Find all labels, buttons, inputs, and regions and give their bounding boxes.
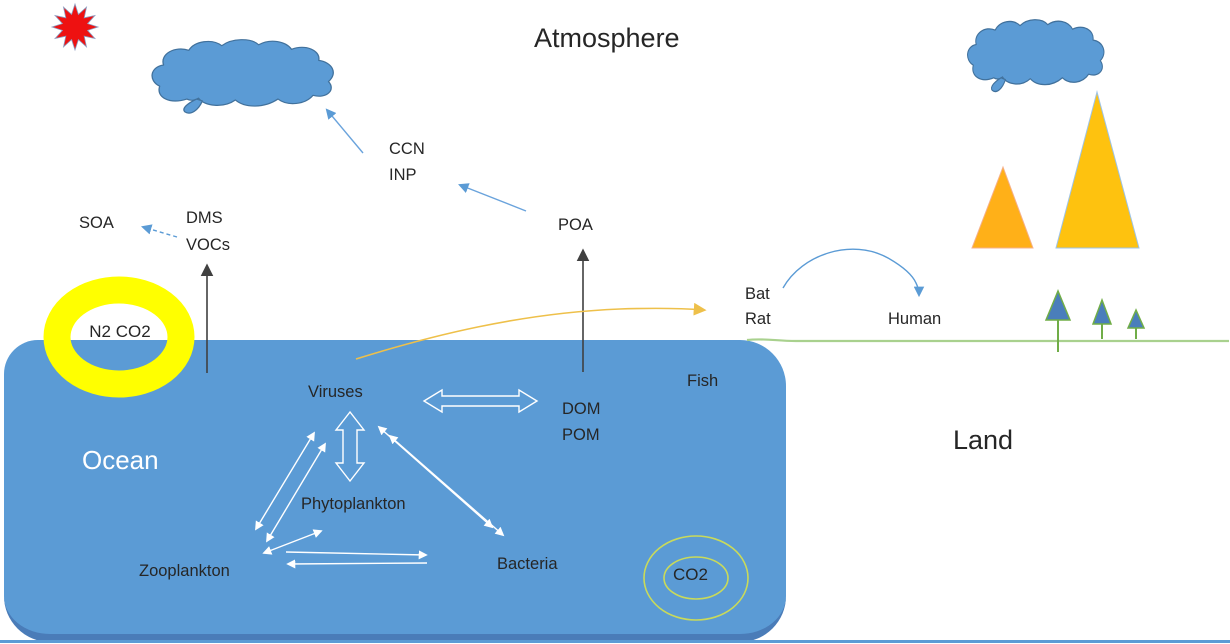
ocean-foodweb-arrows <box>255 388 539 569</box>
sun-icon <box>50 2 100 52</box>
label-n2-co2: N2 CO2 <box>89 322 151 341</box>
label-dom: DOM <box>562 400 601 418</box>
arrow-zooplankton-to-bacteria <box>285 550 428 560</box>
label-pom: POM <box>562 426 600 444</box>
label-human: Human <box>888 310 942 328</box>
bottom-water-line <box>0 640 1230 643</box>
arrow-bat-rat-to-human <box>782 248 925 298</box>
mountain-small-icon <box>971 165 1034 249</box>
arrow-viruses-bacteria-2 <box>388 434 505 537</box>
label-poa: POA <box>558 216 593 234</box>
arrow-poa-to-ccn-inp <box>458 183 527 212</box>
label-soa: SOA <box>79 214 114 232</box>
ocean-title: Ocean <box>82 445 159 475</box>
label-bacteria: Bacteria <box>497 555 558 573</box>
atmosphere-title: Atmosphere <box>534 23 680 53</box>
arrow-ocean-to-bat-rat <box>355 302 707 360</box>
arrow-zooplankton-viruses-2 <box>266 442 326 543</box>
label-co2: CO2 <box>673 565 708 584</box>
label-viruses: Viruses <box>308 383 363 401</box>
tree-icons <box>1044 289 1146 352</box>
arrow-ccn-to-cloud <box>325 108 364 154</box>
arrow-zooplankton-phytoplankton <box>262 529 323 555</box>
label-zooplankton: Zooplankton <box>139 562 230 580</box>
arrow-dms-to-soa <box>140 224 178 238</box>
land-surface-line <box>746 338 1229 343</box>
label-inp: INP <box>389 166 417 184</box>
label-rat: Rat <box>745 310 771 328</box>
land-title: Land <box>953 425 1014 455</box>
arrow-viruses-dom <box>422 388 539 414</box>
arrow-bacteria-to-zooplankton <box>286 559 428 569</box>
cloud-left-icon <box>151 39 334 114</box>
label-dms: DMS <box>186 209 223 227</box>
label-fish: Fish <box>687 372 719 390</box>
label-phytoplankton: Phytoplankton <box>301 495 406 513</box>
label-ccn: CCN <box>389 140 425 158</box>
label-vocs: VOCs <box>186 236 231 254</box>
co2-rings <box>643 535 749 621</box>
mountain-large-icon <box>1055 90 1140 249</box>
cloud-right-icon <box>967 19 1105 93</box>
arrow-viruses-phytoplankton <box>334 410 366 483</box>
label-bat: Bat <box>745 285 770 303</box>
n2-co2-ring <box>43 276 195 398</box>
